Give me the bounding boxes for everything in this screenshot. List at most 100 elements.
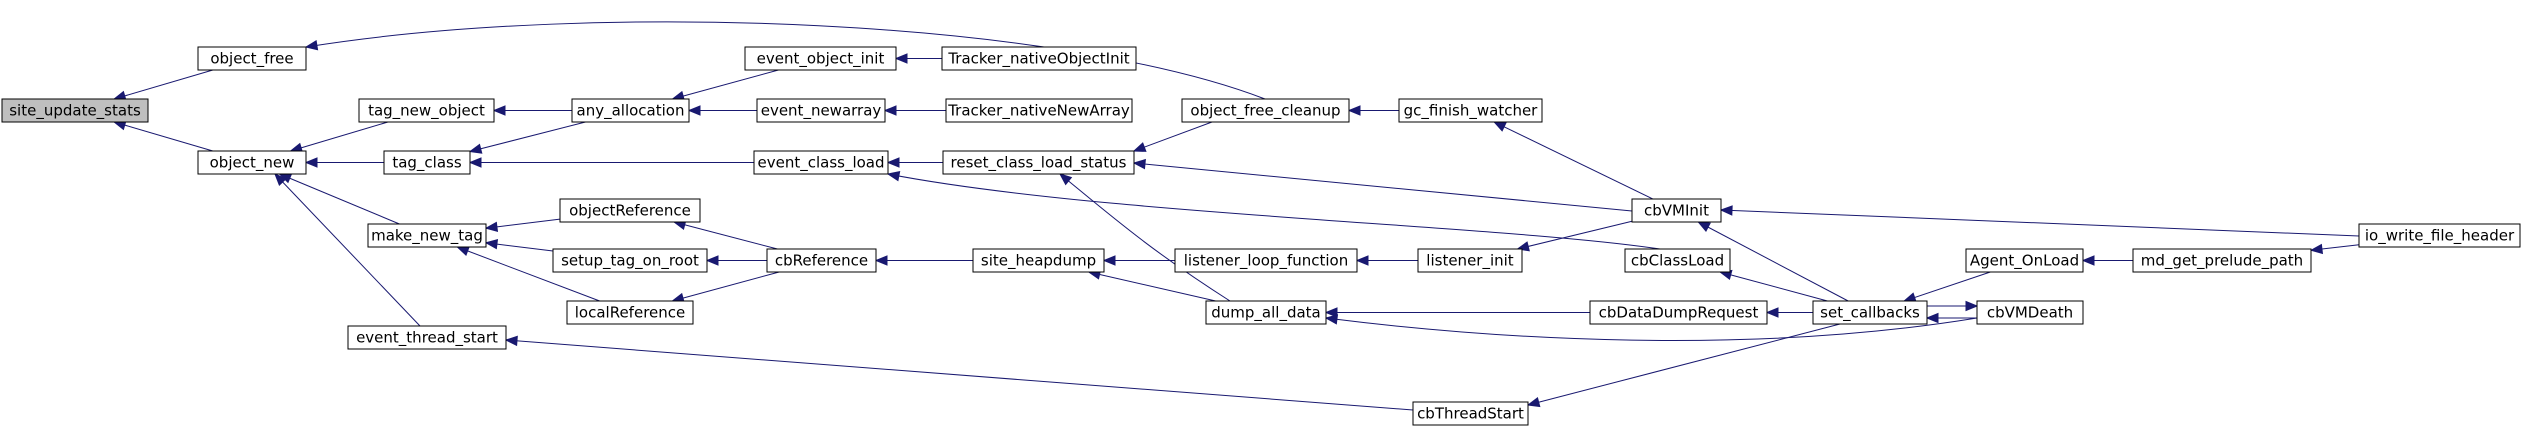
edge-set_callbacks-to-cbThreadStart: [1527, 323, 1841, 406]
node-box[interactable]: [744, 46, 897, 71]
node-label: setup_tag_on_root: [561, 252, 699, 271]
node-box[interactable]: [942, 150, 1135, 175]
edge-Agent_OnLoad-to-set_callbacks: [1904, 271, 1991, 302]
node-Agent_OnLoad[interactable]: Agent_OnLoad: [1965, 248, 2084, 273]
node-md_get_prelude_path[interactable]: md_get_prelude_path: [2132, 248, 2312, 273]
node-box[interactable]: [1412, 401, 1529, 426]
edge-cbVMDeath-to-dump_all_data: [1325, 317, 1978, 341]
node-listener_loop_function[interactable]: listener_loop_function: [1174, 248, 1358, 273]
edge-cbReference-to-objectReference: [673, 221, 778, 250]
node-box[interactable]: [2358, 223, 2521, 248]
node-listener_init[interactable]: listener_init: [1417, 248, 1523, 273]
node-box[interactable]: [1812, 300, 1928, 325]
node-label: event_newarray: [761, 102, 882, 121]
edge-event_class_load-to-tag_class-arrowhead: [468, 157, 482, 168]
edge-listener_init-to-listener_loop_function-arrowhead: [1355, 255, 1369, 266]
node-set_callbacks[interactable]: set_callbacks: [1812, 300, 1928, 325]
node-box[interactable]: [197, 150, 307, 175]
node-event_thread_start[interactable]: event_thread_start: [347, 325, 507, 350]
node-label: objectReference: [569, 202, 691, 220]
node-box[interactable]: [1398, 98, 1543, 123]
node-box[interactable]: [972, 248, 1105, 273]
node-box[interactable]: [1624, 248, 1731, 273]
node-cbReference[interactable]: cbReference: [766, 248, 877, 273]
node-box[interactable]: [566, 300, 694, 325]
node-event_class_load[interactable]: event_class_load: [753, 150, 889, 175]
node-cbVMDeath[interactable]: cbVMDeath: [1976, 300, 2084, 325]
node-box[interactable]: [1417, 248, 1523, 273]
node-box[interactable]: [753, 150, 889, 175]
edge-cbReference-to-localReference: [672, 271, 780, 302]
edge-any_allocation-to-tag_class-arrowhead: [468, 143, 483, 154]
node-tag_class[interactable]: tag_class: [383, 150, 471, 175]
node-gc_finish_watcher[interactable]: gc_finish_watcher: [1398, 98, 1543, 123]
node-io_write_file_header[interactable]: io_write_file_header: [2358, 223, 2521, 248]
edge-cbVMDeath-to-set_callbacks-arrowhead: [1925, 312, 1939, 324]
node-box[interactable]: [1631, 198, 1722, 223]
edge-object_free_cleanup-to-reset_class_load_status: [1133, 121, 1213, 152]
node-box[interactable]: [1589, 300, 1768, 325]
edge-set_callbacks-to-cbDataDumpRequest-arrowhead: [1765, 307, 1779, 318]
node-label: md_get_prelude_path: [2141, 252, 2303, 271]
node-box[interactable]: [766, 248, 877, 273]
node-cbThreadStart[interactable]: cbThreadStart: [1412, 401, 1529, 426]
node-box[interactable]: [1, 98, 149, 123]
node-box[interactable]: [2132, 248, 2312, 273]
node-box[interactable]: [756, 98, 886, 123]
node-box[interactable]: [945, 98, 1133, 123]
node-object_free[interactable]: object_free: [197, 46, 307, 71]
node-box[interactable]: [358, 98, 495, 123]
node-cbDataDumpRequest[interactable]: cbDataDumpRequest: [1589, 300, 1768, 325]
node-label: tag_new_object: [368, 102, 485, 121]
node-box[interactable]: [552, 248, 708, 273]
node-box[interactable]: [367, 223, 487, 248]
node-Tracker_nativeNewArray[interactable]: Tracker_nativeNewArray: [945, 98, 1133, 123]
node-dump_all_data[interactable]: dump_all_data: [1205, 300, 1327, 325]
node-objectReference[interactable]: objectReference: [559, 198, 701, 223]
node-make_new_tag[interactable]: make_new_tag: [367, 223, 487, 248]
node-event_object_init[interactable]: event_object_init: [744, 46, 897, 71]
node-label: dump_all_data: [1211, 304, 1320, 323]
node-box[interactable]: [1174, 248, 1358, 273]
node-label: any_allocation: [577, 102, 685, 121]
edge-localReference-to-make_new_tag-arrowhead: [456, 246, 470, 256]
node-Tracker_nativeObjectInit[interactable]: Tracker_nativeObjectInit: [941, 46, 1137, 71]
edge-Agent_OnLoad-to-set_callbacks-arrowhead: [1902, 292, 1917, 303]
node-cbVMInit[interactable]: cbVMInit: [1631, 198, 1722, 223]
edge-setup_tag_on_root-to-make_new_tag-arrowhead: [484, 238, 499, 250]
node-box[interactable]: [383, 150, 471, 175]
node-box[interactable]: [1976, 300, 2084, 325]
node-site_heapdump[interactable]: site_heapdump: [972, 248, 1105, 273]
node-event_newarray[interactable]: event_newarray: [756, 98, 886, 123]
node-box[interactable]: [347, 325, 507, 350]
node-box[interactable]: [941, 46, 1137, 71]
node-box[interactable]: [1205, 300, 1327, 325]
edge-cbReference-to-setup_tag_on_root-arrowhead: [705, 255, 719, 266]
edge-tag_new_object-to-object_new: [290, 121, 389, 152]
node-object_free_cleanup[interactable]: object_free_cleanup: [1181, 98, 1350, 123]
node-label: cbVMInit: [1644, 202, 1709, 220]
node-tag_new_object[interactable]: tag_new_object: [358, 98, 495, 123]
edge-cbVMInit-to-reset_class_load_status-arrowhead: [1132, 158, 1146, 170]
edge-listener_loop_function-to-site_heapdump-arrowhead: [1102, 255, 1116, 266]
node-object_new[interactable]: object_new: [197, 150, 307, 175]
node-box[interactable]: [559, 198, 701, 223]
node-label: gc_finish_watcher: [1404, 102, 1539, 121]
node-any_allocation[interactable]: any_allocation: [571, 98, 690, 123]
node-box[interactable]: [571, 98, 690, 123]
node-box[interactable]: [1965, 248, 2084, 273]
edge-objectReference-to-make_new_tag: [485, 218, 561, 229]
edge-reset_class_load_status-to-event_class_load-arrowhead: [886, 157, 900, 168]
edge-objectReference-to-make_new_tag-arrowhead: [484, 221, 499, 233]
node-localReference[interactable]: localReference: [566, 300, 694, 325]
node-box[interactable]: [1181, 98, 1350, 123]
node-cbClassLoad[interactable]: cbClassLoad: [1624, 248, 1731, 273]
edge-set_callbacks-to-cbClassLoad: [1719, 271, 1828, 302]
node-reset_class_load_status[interactable]: reset_class_load_status: [942, 150, 1135, 175]
node-label: site_heapdump: [981, 252, 1096, 271]
node-box[interactable]: [197, 46, 307, 71]
node-site_update_stats[interactable]: site_update_stats: [1, 98, 149, 123]
edge-dump_all_data-to-reset_class_load_status-arrowhead: [1058, 173, 1073, 186]
node-setup_tag_on_root[interactable]: setup_tag_on_root: [552, 248, 708, 273]
edge-Tracker_nativeObjectInit-to-event_object_init-arrowhead: [894, 53, 908, 64]
